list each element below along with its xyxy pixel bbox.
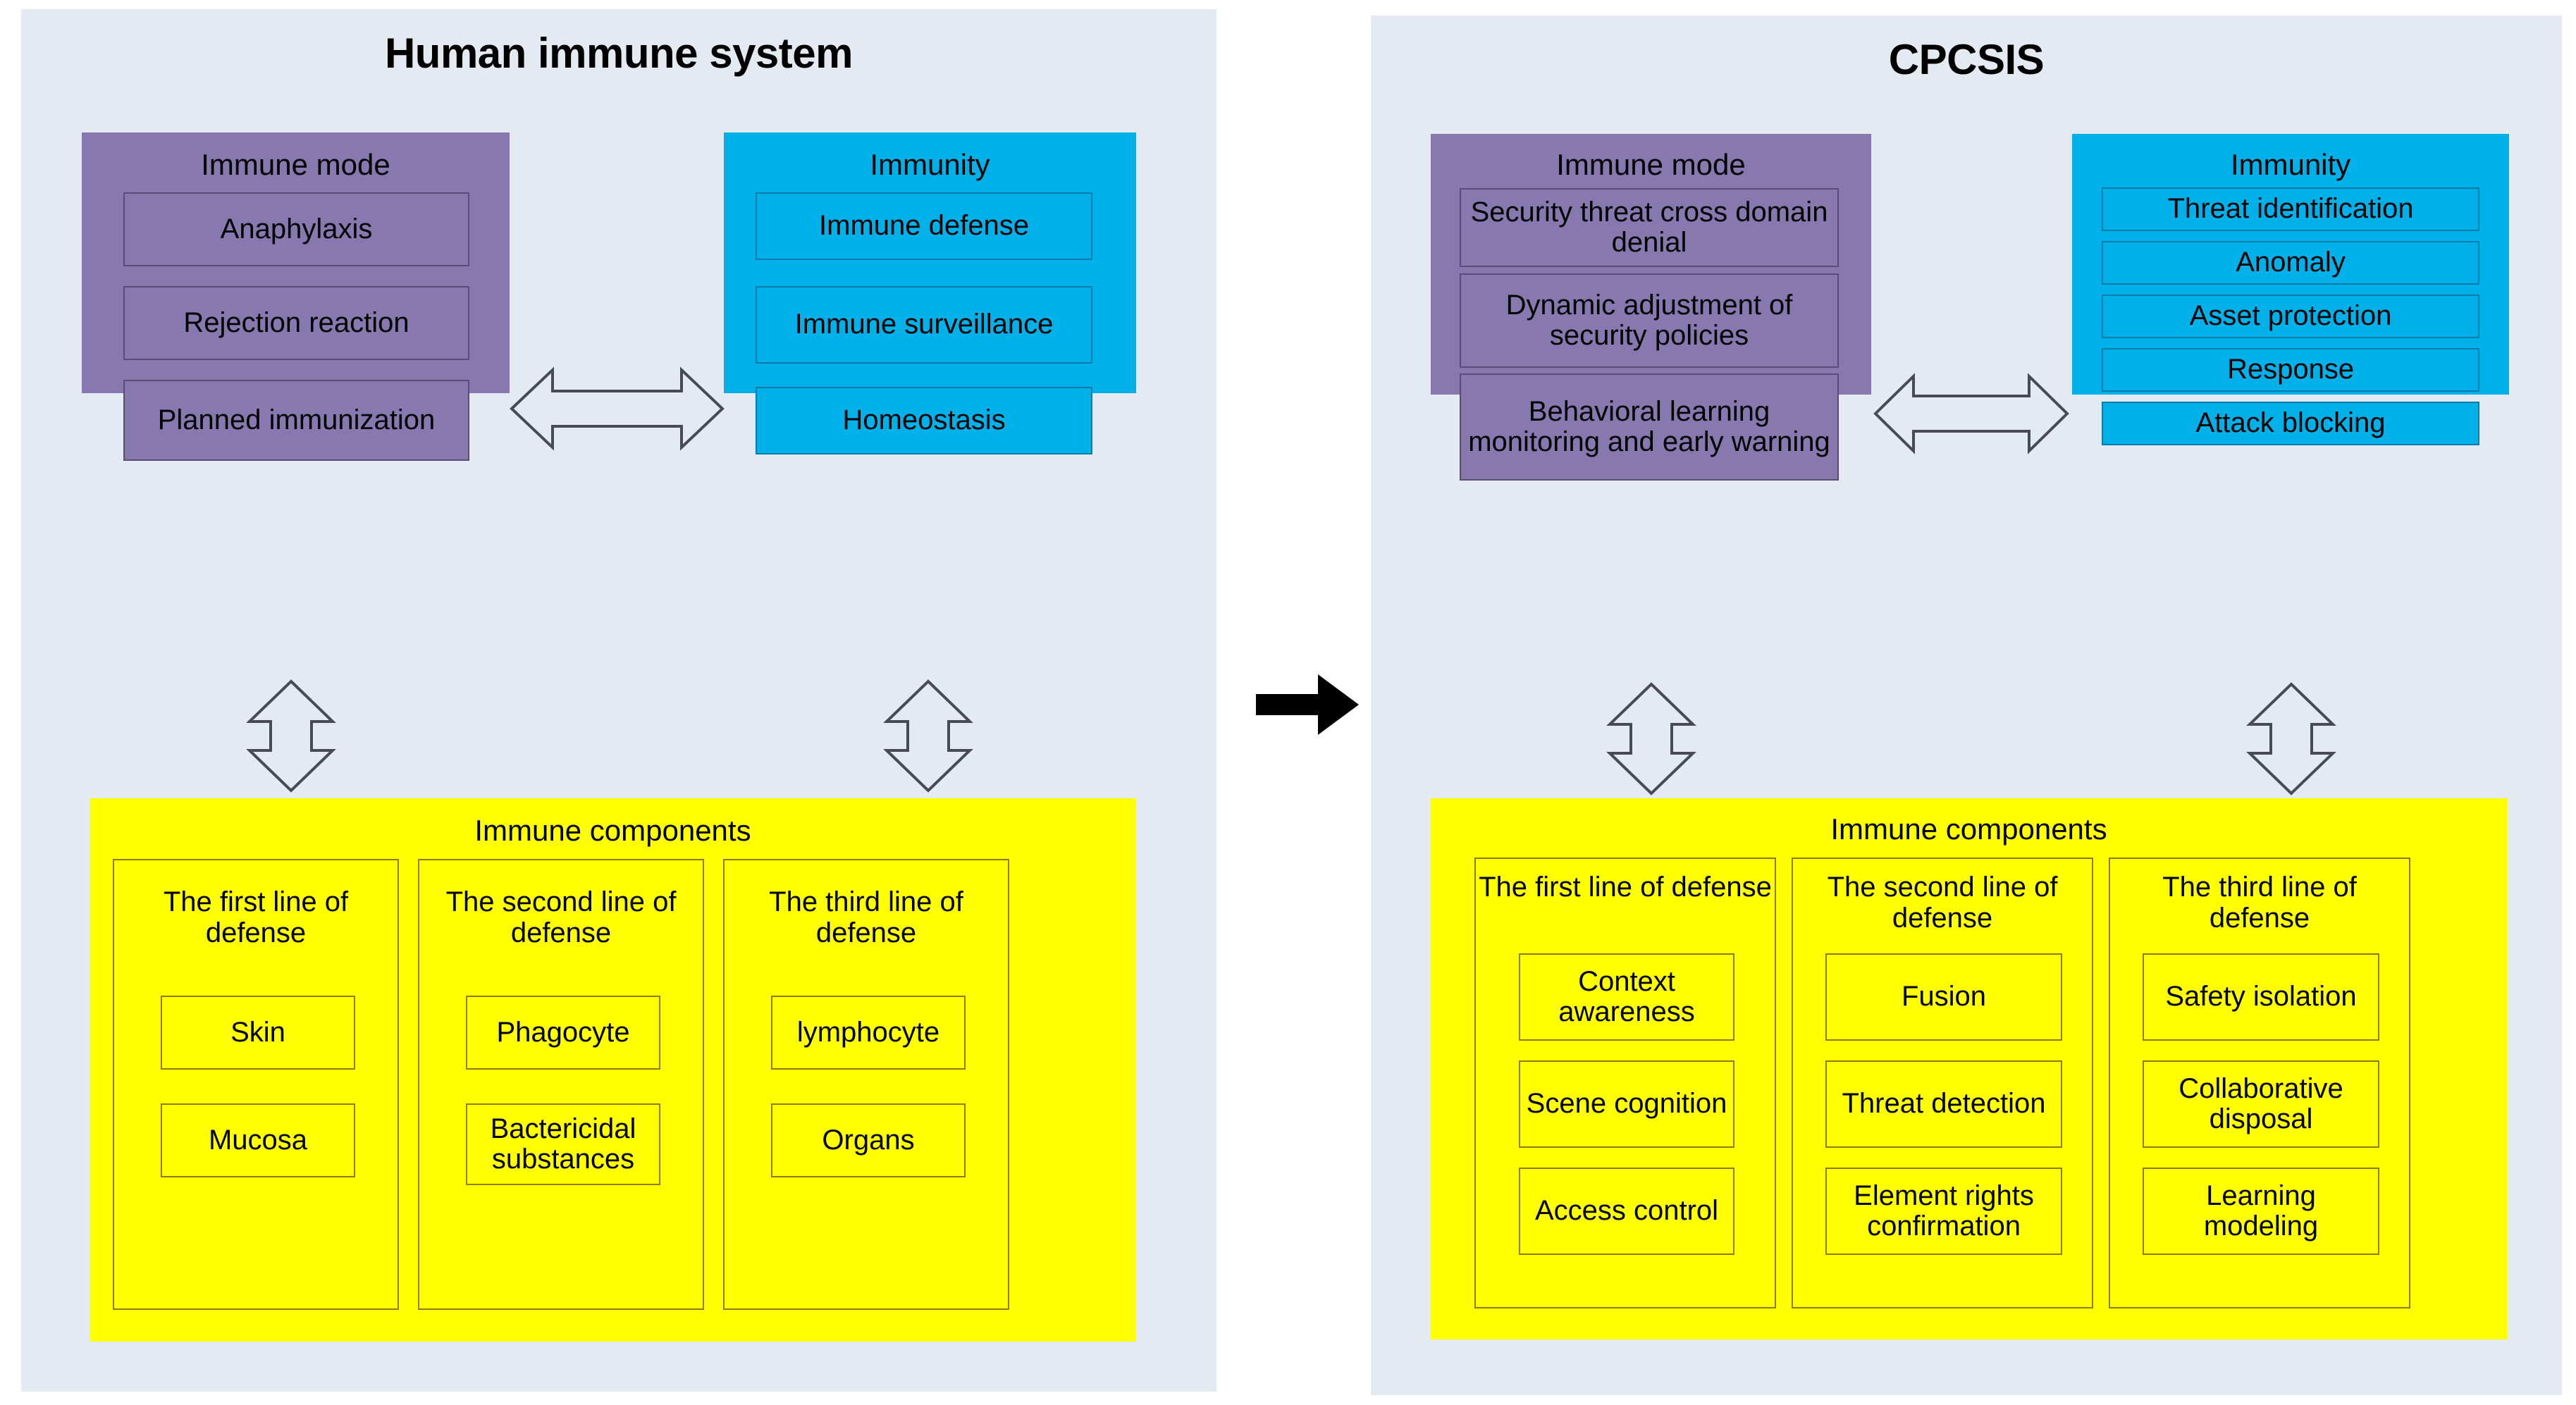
right-defense-column-1-item-1[interactable]: Threat detection xyxy=(1825,1060,2062,1148)
right-defense-column-2: The third line of defense Safety isolati… xyxy=(2109,858,2410,1308)
left-defense-column-0-item-1[interactable]: Mucosa xyxy=(161,1103,355,1177)
right-horizontal-double-arrow-icon xyxy=(1873,368,2070,459)
left-immunity-box: Immunity Immune defense Immune surveilla… xyxy=(724,132,1136,454)
left-immunity-item-2[interactable]: Homeostasis xyxy=(756,387,1092,454)
right-defense-column-0-item-0[interactable]: Context awareness xyxy=(1519,953,1734,1041)
human-immune-system-panel: Human immune system Immune mode Anaphyla… xyxy=(21,9,1216,1392)
left-immunity-heading: Immunity xyxy=(870,148,990,181)
left-horizontal-double-arrow-icon xyxy=(509,361,725,457)
left-defense-column-0-title: The first line of defense xyxy=(163,886,349,948)
right-vertical-double-arrow-mode-icon xyxy=(1606,681,1697,796)
right-immunity-item-3[interactable]: Response xyxy=(2102,348,2479,392)
left-immune-mode-box: Immune mode Anaphylaxis Rejection reacti… xyxy=(82,132,510,461)
right-immune-mode-item-0[interactable]: Security threat cross domain denial xyxy=(1460,188,1839,267)
left-defense-column-1: The second line of defense Phagocyte Bac… xyxy=(418,859,704,1310)
right-defense-column-0-item-2[interactable]: Access control xyxy=(1519,1168,1734,1255)
left-defense-column-0: The first line of defense Skin Mucosa xyxy=(113,859,399,1310)
page-title-right: CPCSIS xyxy=(1888,36,2045,83)
left-immune-mode-heading: Immune mode xyxy=(201,148,390,181)
left-immune-mode-item-2[interactable]: Planned immunization xyxy=(123,380,469,461)
transform-right-arrow-icon xyxy=(1256,673,1360,736)
right-immunity-item-2[interactable]: Asset protection xyxy=(2102,295,2479,338)
right-defense-column-0: The first line of defense Context awaren… xyxy=(1474,858,1776,1308)
right-immune-mode-box: Immune mode Security threat cross domain… xyxy=(1431,134,1871,481)
right-defense-column-2-item-0[interactable]: Safety isolation xyxy=(2143,953,2379,1041)
left-immune-components-box: Immune components The first line of defe… xyxy=(90,798,1136,1342)
right-defense-column-1: The second line of defense Fusion Threat… xyxy=(1792,858,2093,1308)
left-immune-mode-item-0[interactable]: Anaphylaxis xyxy=(123,192,469,266)
left-immunity-item-0[interactable]: Immune defense xyxy=(756,192,1092,260)
right-defense-column-2-item-2[interactable]: Learning modeling xyxy=(2143,1168,2379,1255)
right-defense-column-1-item-2[interactable]: Element rights confirmation xyxy=(1825,1168,2062,1255)
left-defense-column-1-item-0[interactable]: Phagocyte xyxy=(466,996,660,1070)
right-immunity-box: Immunity Threat identification Anomaly A… xyxy=(2072,134,2509,445)
left-vertical-double-arrow-mode-icon xyxy=(245,679,337,793)
right-immune-components-box: Immune components The first line of defe… xyxy=(1431,798,2507,1339)
right-immune-mode-item-2[interactable]: Behavioral learning monitoring and early… xyxy=(1460,373,1839,481)
right-immune-mode-heading: Immune mode xyxy=(1556,148,1746,181)
left-immune-mode-item-1[interactable]: Rejection reaction xyxy=(123,286,469,360)
page-title-left: Human immune system xyxy=(384,30,853,77)
right-vertical-double-arrow-immunity-icon xyxy=(2245,681,2337,796)
right-immunity-item-0[interactable]: Threat identification xyxy=(2102,187,2479,231)
right-defense-column-2-item-1[interactable]: Collaborative disposal xyxy=(2143,1060,2379,1148)
right-defense-column-1-title: The second line of defense xyxy=(1827,872,2058,934)
right-immunity-item-4[interactable]: Attack blocking xyxy=(2102,402,2479,445)
right-defense-column-2-title: The third line of defense xyxy=(2162,872,2357,934)
right-components-heading: Immune components xyxy=(1830,812,2107,846)
right-immunity-item-1[interactable]: Anomaly xyxy=(2102,241,2479,285)
right-defense-column-0-title: The first line of defense xyxy=(1479,872,1772,903)
left-defense-column-2: The third line of defense lymphocyte Org… xyxy=(723,859,1009,1310)
left-defense-column-0-item-0[interactable]: Skin xyxy=(161,996,355,1070)
left-vertical-double-arrow-immunity-icon xyxy=(882,679,974,793)
right-immune-mode-item-1[interactable]: Dynamic adjustment of security policies xyxy=(1460,273,1839,368)
left-defense-column-2-item-1[interactable]: Organs xyxy=(771,1103,966,1177)
left-immunity-item-1[interactable]: Immune surveillance xyxy=(756,286,1092,364)
cpcsis-panel: CPCSIS Immune mode Security threat cross… xyxy=(1371,16,2562,1395)
right-defense-column-0-item-1[interactable]: Scene cognition xyxy=(1519,1060,1734,1148)
left-defense-column-1-title: The second line of defense xyxy=(445,886,677,948)
right-defense-column-1-item-0[interactable]: Fusion xyxy=(1825,953,2062,1041)
right-immunity-heading: Immunity xyxy=(2230,148,2351,181)
left-defense-column-1-item-1[interactable]: Bactericidal substances xyxy=(466,1103,660,1185)
left-defense-column-2-title: The third line of defense xyxy=(769,886,963,948)
left-defense-column-2-item-0[interactable]: lymphocyte xyxy=(771,996,966,1070)
left-components-heading: Immune components xyxy=(474,814,751,847)
